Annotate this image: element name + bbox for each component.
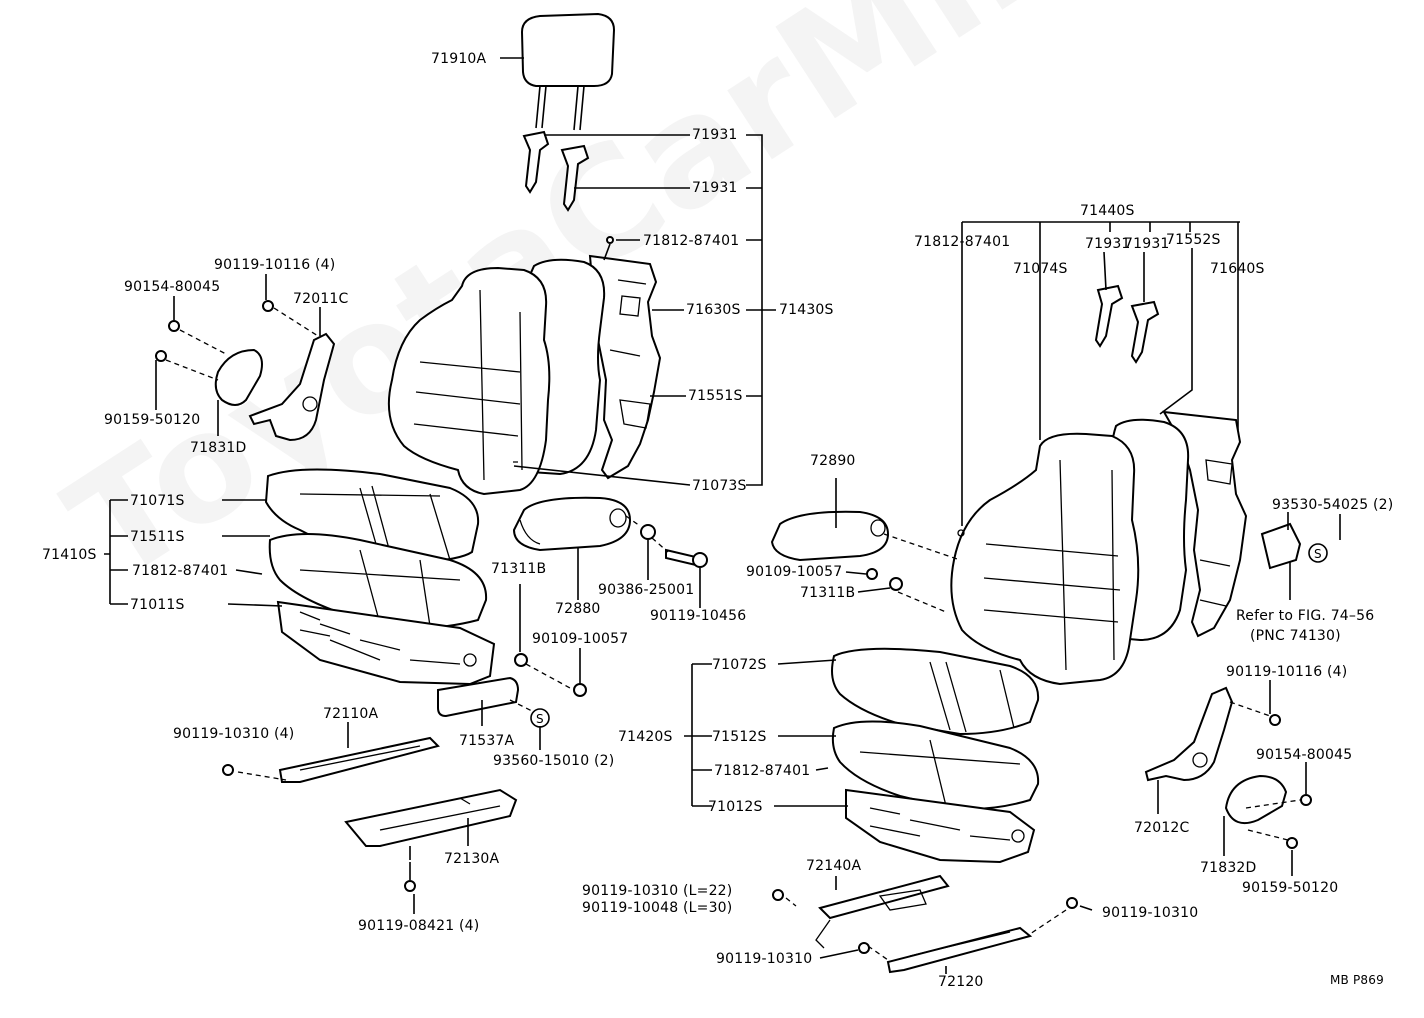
recliner-right bbox=[1144, 686, 1234, 782]
label-72120: 72120 bbox=[938, 974, 984, 990]
label-90159-50120-a: 90159-50120 bbox=[104, 412, 201, 428]
headrest-support-right-seat bbox=[1094, 284, 1160, 364]
seat-track-72140A bbox=[815, 874, 950, 949]
seatback-frame-right bbox=[1162, 410, 1248, 638]
label-71440S: 71440S bbox=[1080, 203, 1135, 219]
headrest-support-right bbox=[560, 144, 590, 212]
drawing-code: MB P869 bbox=[1330, 973, 1384, 987]
label-71073S: 71073S bbox=[692, 478, 747, 494]
headrest bbox=[520, 12, 616, 131]
s-mark-left bbox=[530, 708, 550, 728]
label-71640S: 71640S bbox=[1210, 261, 1265, 277]
label-71812-87401-c: 71812-87401 bbox=[914, 234, 1011, 250]
label-90119-10310-l22: 90119-10310 (L=22) bbox=[582, 883, 733, 899]
label-71931-d: 71931 bbox=[1124, 236, 1170, 252]
label-71931-upper: 71931 bbox=[692, 127, 738, 143]
label-71072S: 71072S bbox=[712, 657, 767, 673]
label-72130A: 72130A bbox=[444, 851, 500, 867]
label-93530-54025: 93530-54025 (2) bbox=[1272, 497, 1394, 513]
recliner-left bbox=[248, 332, 336, 442]
switch-knob bbox=[1260, 522, 1302, 570]
label-refer-pnc: (PNC 74130) bbox=[1250, 628, 1341, 644]
label-90119-10116-b: 90119-10116 (4) bbox=[1226, 664, 1348, 680]
label-71812-87401-a: 71812-87401 bbox=[643, 233, 740, 249]
label-90119-10116-a: 90119-10116 (4) bbox=[214, 257, 336, 273]
side-shield bbox=[437, 676, 520, 718]
label-72012C: 72012C bbox=[1134, 820, 1190, 836]
label-71012S: 71012S bbox=[708, 799, 763, 815]
label-90159-50120-b: 90159-50120 bbox=[1242, 880, 1339, 896]
label-71311B-a: 71311B bbox=[491, 561, 547, 577]
label-71552S: 71552S bbox=[1166, 232, 1221, 248]
label-90119-10310-b: 90119-10310 bbox=[1102, 905, 1199, 921]
seat-track-72130A bbox=[344, 788, 518, 847]
label-72110A: 72110A bbox=[323, 706, 379, 722]
label-71420S: 71420S bbox=[618, 729, 673, 745]
label-71430S: 71430S bbox=[779, 302, 834, 318]
label-93560-15010: 93560-15010 (2) bbox=[493, 753, 615, 769]
label-refer-fig: Refer to FIG. 74–56 bbox=[1236, 608, 1375, 624]
seat-frame-right bbox=[845, 788, 1036, 864]
label-71071S: 71071S bbox=[130, 493, 185, 509]
seat-track-72120 bbox=[886, 926, 1033, 974]
label-71910A: 71910A bbox=[431, 51, 487, 67]
label-71551S: 71551S bbox=[688, 388, 743, 404]
label-71630S: 71630S bbox=[686, 302, 741, 318]
label-90119-10048-l30: 90119-10048 (L=30) bbox=[582, 900, 733, 916]
leader-lines bbox=[104, 57, 1341, 974]
label-72140A: 72140A bbox=[806, 858, 862, 874]
label-71410S: 71410S bbox=[42, 547, 97, 563]
seat-cushion-pad-right bbox=[831, 720, 1040, 810]
seatback-cover-right bbox=[950, 432, 1140, 686]
armrest-right bbox=[770, 510, 890, 562]
label-71812-87401-b: 71812-87401 bbox=[132, 563, 229, 579]
s-mark-left-letter: S bbox=[536, 712, 544, 726]
recliner-cover-left bbox=[214, 348, 263, 406]
s-mark-right bbox=[1308, 543, 1328, 563]
label-90119-10310-a: 90119-10310 (4) bbox=[173, 726, 295, 742]
label-71074S: 71074S bbox=[1013, 261, 1068, 277]
label-72880: 72880 bbox=[555, 601, 601, 617]
label-90109-10057-b: 90109-10057 bbox=[746, 564, 843, 580]
label-90119-10456: 90119-10456 bbox=[650, 608, 747, 624]
headrest-support-left bbox=[522, 130, 550, 194]
seat-track-72110A bbox=[278, 736, 440, 783]
label-90119-08421: 90119-08421 (4) bbox=[358, 918, 480, 934]
label-71931-c: 71931 bbox=[1085, 236, 1131, 252]
armrest-left bbox=[512, 496, 632, 552]
label-71831D: 71831D bbox=[190, 440, 247, 456]
seat-cushion-cover-right bbox=[831, 647, 1040, 736]
label-71931-lower: 71931 bbox=[692, 180, 738, 196]
label-71511S: 71511S bbox=[130, 529, 185, 545]
label-71011S: 71011S bbox=[130, 597, 185, 613]
bolts-right bbox=[772, 529, 1312, 954]
label-71832D: 71832D bbox=[1200, 860, 1257, 876]
label-72011C: 72011C bbox=[293, 291, 349, 307]
label-71812-87401-d: 71812-87401 bbox=[714, 763, 811, 779]
label-72890: 72890 bbox=[810, 453, 856, 469]
label-90109-10057-a: 90109-10057 bbox=[532, 631, 629, 647]
label-90119-10310-c: 90119-10310 bbox=[716, 951, 813, 967]
seatback-cover bbox=[387, 266, 551, 496]
label-71311B-b: 71311B bbox=[800, 585, 856, 601]
label-71537A: 71537A bbox=[459, 733, 515, 749]
label-90154-80045-b: 90154-80045 bbox=[1256, 747, 1353, 763]
s-mark-right-letter: S bbox=[1314, 547, 1322, 561]
label-90154-80045-a: 90154-80045 bbox=[124, 279, 221, 295]
bolts-left bbox=[155, 236, 708, 892]
label-90386-25001: 90386-25001 bbox=[598, 582, 695, 598]
recliner-cover-right bbox=[1224, 774, 1288, 824]
label-71512S: 71512S bbox=[712, 729, 767, 745]
